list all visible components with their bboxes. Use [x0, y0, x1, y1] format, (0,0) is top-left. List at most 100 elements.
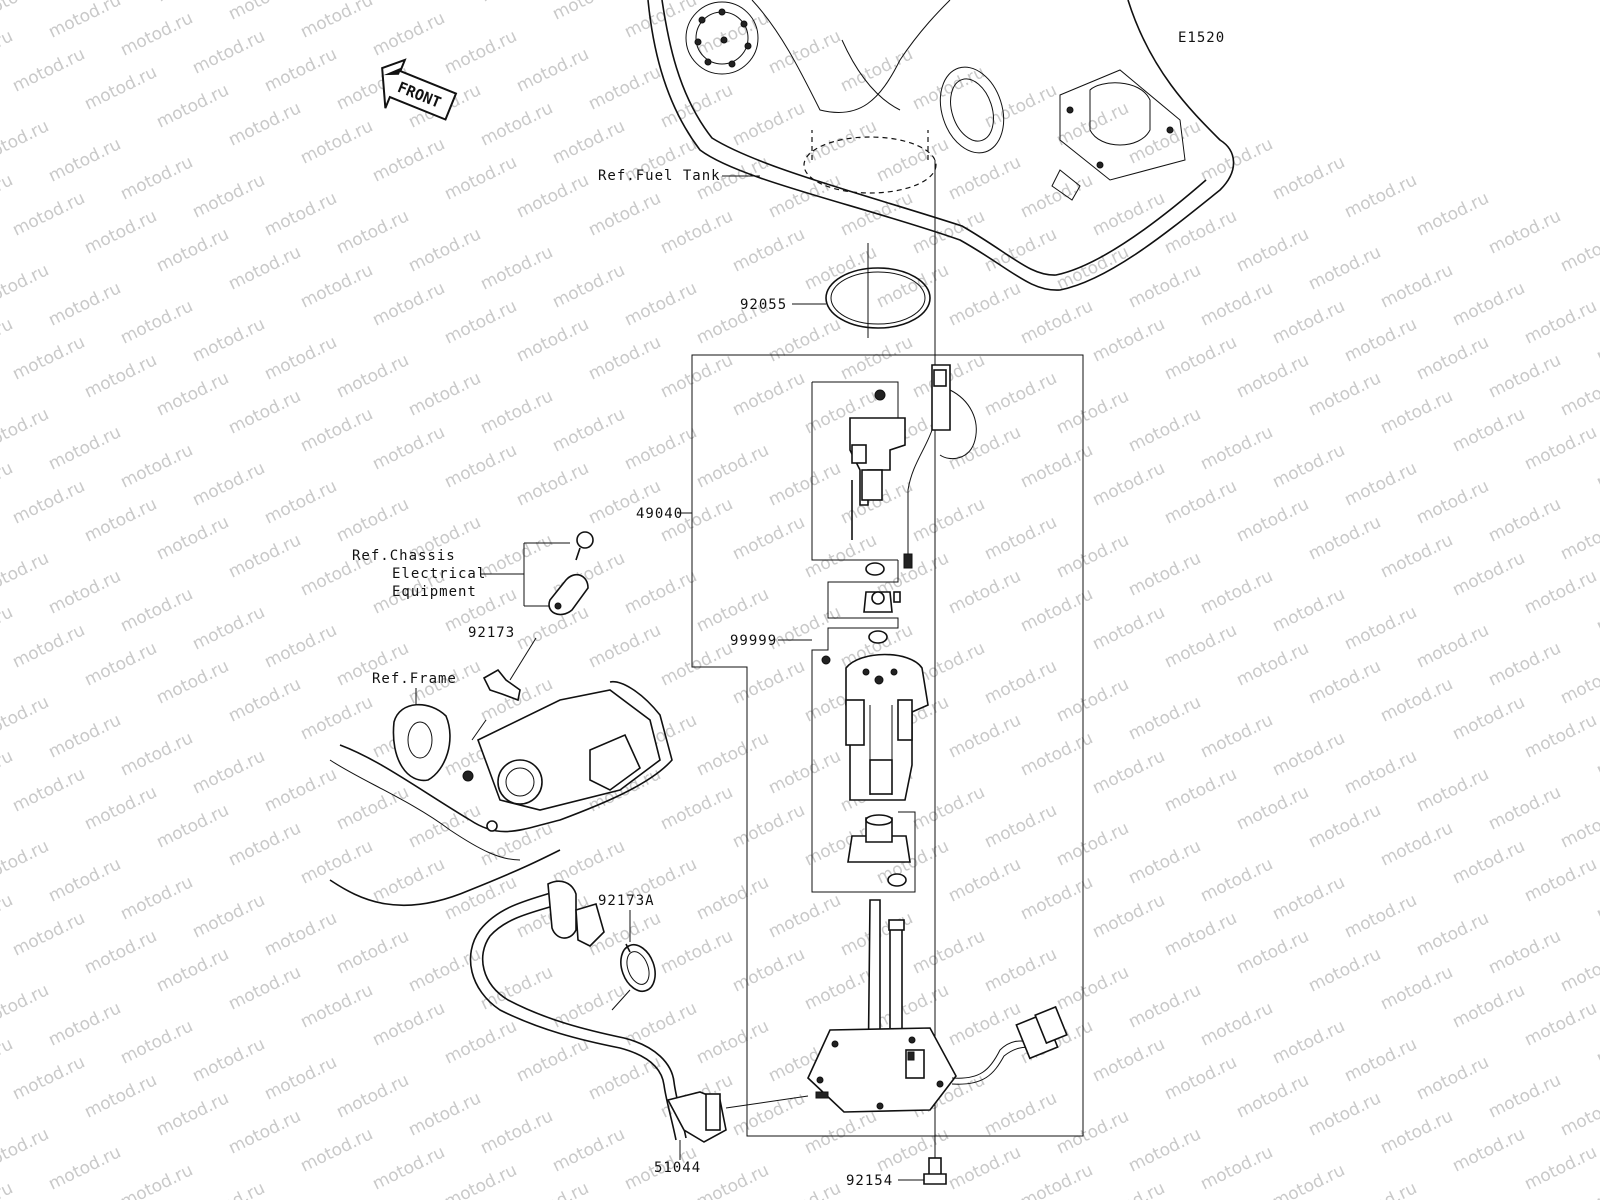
watermark-text: motod.ru: [1089, 1034, 1168, 1086]
watermark-text: motod.ru: [1557, 512, 1600, 564]
watermark-text: motod.ru: [1485, 638, 1564, 690]
watermark-text: motod.ru: [1485, 494, 1564, 546]
washer-upper: [865, 562, 885, 576]
watermark-text: motod.ru: [585, 62, 664, 114]
watermark-text: motod.ru: [1449, 980, 1528, 1032]
watermark-text: motod.ru: [729, 800, 808, 852]
watermark-text: motod.ru: [549, 404, 628, 456]
fuel-tank-drawing: [647, 0, 1235, 291]
watermark-text: motod.ru: [1269, 872, 1348, 924]
watermark-text: motod.ru: [1593, 584, 1600, 636]
watermark-text: motod.ru: [189, 746, 268, 798]
watermark-text: motod.ru: [657, 80, 736, 132]
watermark-text: motod.ru: [81, 1070, 160, 1122]
watermark-text: motod.ru: [1161, 1052, 1240, 1104]
clamp-92173: [482, 668, 521, 702]
watermark-text: motod.ru: [153, 800, 232, 852]
watermark-text: motod.ru: [513, 170, 592, 222]
watermark-text: motod.ru: [1593, 440, 1600, 492]
watermark-text: motod.ru: [1161, 206, 1240, 258]
watermark-text: motod.ru: [369, 854, 448, 906]
bolt-92154: [923, 1157, 947, 1185]
watermark-text: motod.ru: [1593, 314, 1600, 366]
part-49040-label: 49040: [636, 506, 683, 522]
watermark-text: motod.ru: [441, 1016, 520, 1068]
watermark-text: motod.ru: [1125, 404, 1204, 456]
watermark-text: motod.ru: [1413, 332, 1492, 384]
watermark-text: motod.ru: [1233, 926, 1312, 978]
watermark-text: motod.ru: [729, 944, 808, 996]
watermark-text: motod.ru: [153, 656, 232, 708]
pump-connector-harness: [951, 1005, 1068, 1085]
watermark-text: motod.ru: [0, 692, 52, 744]
watermark-text: motod.ru: [441, 872, 520, 924]
watermark-text: motod.ru: [1197, 422, 1276, 474]
ref-chassis-label-line3: Equipment: [392, 584, 477, 600]
watermark-text: motod.ru: [477, 386, 556, 438]
watermark-text: motod.ru: [261, 1052, 340, 1104]
watermark-text: motod.ru: [81, 494, 160, 546]
watermark-text: motod.ru: [1053, 98, 1132, 150]
watermark-text: motod.ru: [261, 620, 340, 672]
watermark-text: motod.ru: [369, 422, 448, 474]
watermark-text: motod.ru: [585, 332, 664, 384]
watermark-text: motod.ru: [1485, 350, 1564, 402]
watermark-text: motod.ru: [0, 404, 52, 456]
watermark-text: motod.ru: [189, 890, 268, 942]
watermark-text: motod.ru: [81, 638, 160, 690]
watermark-text: motod.ru: [657, 782, 736, 834]
watermark-text: motod.ru: [1053, 674, 1132, 726]
watermark-text: motod.ru: [1197, 854, 1276, 906]
hose-leader: [725, 1095, 809, 1109]
watermark-text: motod.ru: [153, 0, 232, 6]
watermark-text: motod.ru: [117, 1016, 196, 1068]
watermark-text: motod.ru: [477, 242, 556, 294]
watermark-text: motod.ru: [585, 620, 664, 672]
watermark-text: motod.ru: [657, 926, 736, 978]
watermark-text: motod.ru: [225, 386, 304, 438]
watermark-text: motod.ru: [1089, 602, 1168, 654]
watermark-text: motod.ru: [1305, 368, 1384, 420]
watermark-text: motod.ru: [153, 368, 232, 420]
watermark-text: motod.ru: [1557, 944, 1600, 996]
watermark-text: motod.ru: [549, 0, 628, 24]
watermark-text: motod.ru: [549, 980, 628, 1032]
watermark-text: motod.ru: [1305, 1088, 1384, 1140]
watermark-text: motod.ru: [153, 512, 232, 564]
watermark-text: motod.ru: [81, 782, 160, 834]
watermark-text: motod.ru: [1233, 224, 1312, 276]
watermark-text: motod.ru: [1269, 152, 1348, 204]
watermark-text: motod.ru: [189, 602, 268, 654]
part-99999-label: 99999: [730, 633, 777, 649]
watermark-text: motod.ru: [0, 260, 52, 312]
watermark-text: motod.ru: [1197, 566, 1276, 618]
watermark-text: motod.ru: [9, 1052, 88, 1104]
watermark-text: motod.ru: [297, 0, 376, 42]
watermark-text: motod.ru: [1053, 818, 1132, 870]
watermark-text: motod.ru: [9, 188, 88, 240]
watermark-text: motod.ru: [1125, 116, 1204, 168]
watermark-text: motod.ru: [1233, 638, 1312, 690]
watermark-text: motod.ru: [1413, 476, 1492, 528]
watermark-text: motod.ru: [153, 944, 232, 996]
watermark-text: motod.ru: [1161, 476, 1240, 528]
watermark-text: motod.ru: [765, 1178, 844, 1200]
watermark-text: motod.ru: [0, 26, 16, 78]
watermark-text: motod.ru: [0, 458, 16, 510]
watermark-text: motod.ru: [693, 440, 772, 492]
watermark-text: motod.ru: [189, 314, 268, 366]
watermark-text: motod.ru: [837, 44, 916, 96]
watermark-text: motod.ru: [765, 26, 844, 78]
watermark-text: motod.ru: [1089, 890, 1168, 942]
watermark-text: motod.ru: [1521, 566, 1600, 618]
watermark-text: motod.ru: [297, 1124, 376, 1176]
watermark-text: motod.ru: [153, 224, 232, 276]
clip-92173A: [620, 943, 656, 993]
watermark-text: motod.ru: [0, 1034, 16, 1086]
watermark-text: motod.ru: [1125, 548, 1204, 600]
pressure-regulator: [863, 591, 901, 613]
watermark-text: motod.ru: [225, 98, 304, 150]
watermark-text: motod.ru: [729, 656, 808, 708]
watermark-text: motod.ru: [945, 422, 1024, 474]
